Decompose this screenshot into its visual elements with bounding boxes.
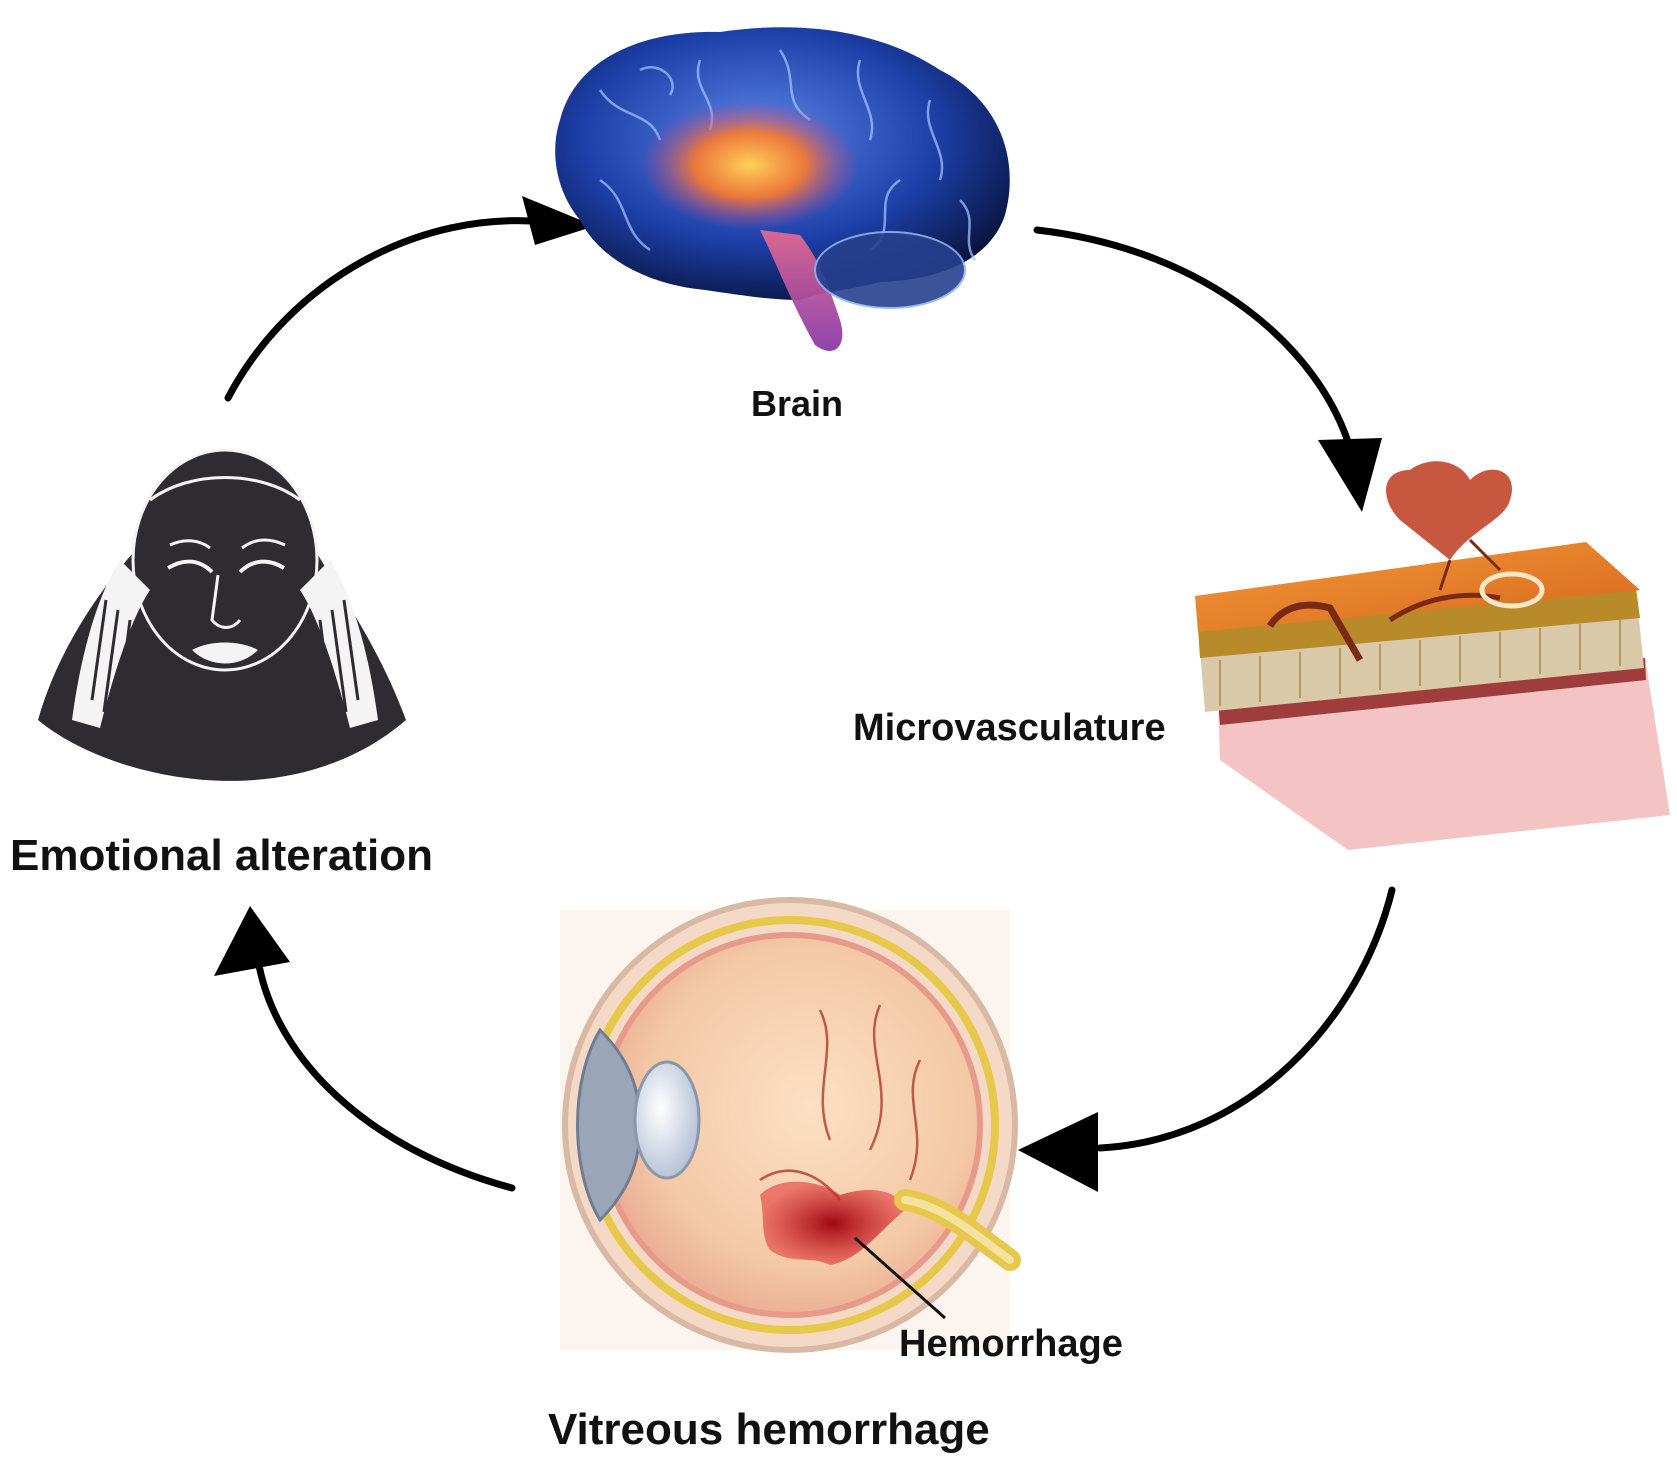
brain-illustration (555, 27, 1010, 351)
emotional-alteration-label: Emotional alteration (10, 831, 433, 880)
brain-label: Brain (751, 383, 844, 424)
arrow-brain-to-microvasculature (1033, 226, 1354, 452)
arrowhead-to-emotion (214, 906, 290, 976)
hemorrhage-label: Hemorrhage (899, 1323, 1123, 1365)
vitreous-hemorrhage-label: Vitreous hemorrhage (548, 1405, 990, 1454)
arrow-emotion-to-brain (224, 217, 549, 402)
microvasculature-label: Microvasculature (853, 707, 1166, 749)
hemorrhage-pointer-line (854, 1236, 946, 1320)
arrow-microvasculature-to-vitreous (1096, 886, 1396, 1152)
stressed-head-icon (38, 448, 406, 781)
cycle-arrows (224, 217, 1396, 1192)
eye-cross-section-illustration (560, 897, 1021, 1353)
microvasculature-illustration (1195, 461, 1670, 850)
arrow-vitreous-to-emotion (254, 956, 516, 1192)
arrowhead-to-brain (522, 196, 595, 245)
arrowhead-to-microvasculature (1318, 438, 1382, 512)
arrowhead-to-vitreous (1018, 1112, 1098, 1192)
